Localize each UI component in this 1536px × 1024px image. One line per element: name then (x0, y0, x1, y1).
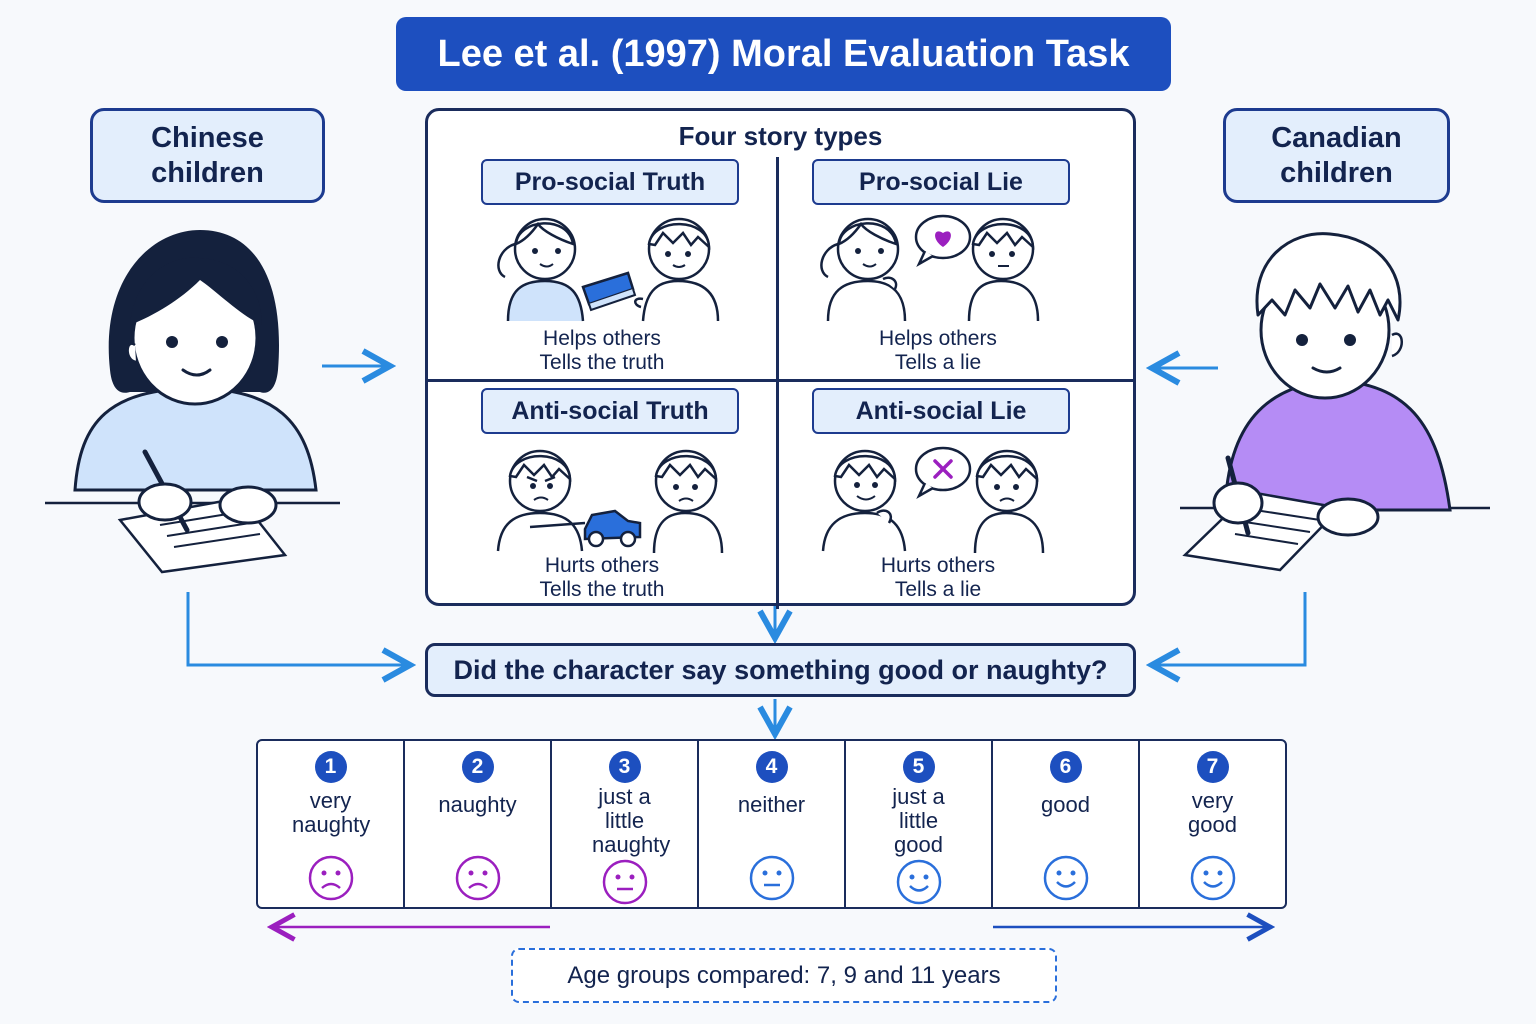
happy-face-icon (896, 859, 941, 905)
grid-divider-horizontal (428, 379, 1133, 382)
page-title: Lee et al. (1997) Moral Evaluation Task (396, 17, 1171, 91)
caption-prosocial-truth: Helps others Tells the truth (452, 327, 752, 375)
scale-number-badge: 6 (1049, 751, 1082, 783)
prosocial-lie-illustration (820, 214, 1040, 322)
scale-label: very naughty (292, 788, 371, 837)
story-types-heading: Four story types (678, 121, 883, 151)
story-types-panel: Four story types Pro-social Truth Helps … (425, 108, 1136, 609)
group-canadian-label: Canadian children (1271, 121, 1402, 189)
scale-number-badge: 2 (461, 751, 494, 783)
scale-label: very good (1188, 788, 1237, 837)
canadian-child-illustration (1180, 232, 1490, 572)
story-label-prosocial-lie: Pro-social Lie (812, 159, 1070, 205)
neutral-face-icon (602, 859, 647, 905)
book-icon (581, 271, 637, 312)
chinese-child-illustration (45, 230, 340, 574)
caption-antisocial-lie-line2: Tells a lie (894, 578, 982, 601)
story-label-prosocial-truth: Pro-social Truth (481, 159, 739, 205)
scale-option-2: 2 naughty (405, 741, 552, 907)
age-groups-note: Age groups compared: 7, 9 and 11 years (511, 948, 1057, 1003)
scale-option-6: 6 good (993, 741, 1140, 907)
antisocial-truth-illustration (496, 449, 724, 554)
arrow-left-to-question (186, 592, 410, 665)
scale-label: good (1041, 792, 1090, 817)
scale-label: naughty (438, 792, 517, 817)
caption-prosocial-truth-line2: Tells the truth (539, 351, 665, 374)
neutral-face-icon (749, 855, 794, 901)
happy-face-icon (1043, 855, 1088, 901)
group-canadian-children: Canadian children (1223, 108, 1450, 203)
caption-antisocial-lie-line1: Hurts others (880, 554, 996, 577)
story-label-antisocial-truth: Anti-social Truth (481, 388, 739, 434)
scale-option-3: 3 just a little naughty (552, 741, 699, 907)
scale-label: just a little naughty (592, 784, 671, 857)
scale-number-badge: 1 (314, 751, 347, 783)
group-chinese-label: Chinese children (151, 121, 264, 189)
caption-prosocial-lie: Helps others Tells a lie (788, 327, 1088, 375)
caption-prosocial-truth-line1: Helps others (543, 327, 661, 350)
caption-antisocial-truth-line2: Tells the truth (539, 578, 665, 601)
caption-antisocial-lie: Hurts others Tells a lie (788, 554, 1088, 602)
caption-prosocial-lie-line2: Tells a lie (894, 351, 982, 374)
scale-number-badge: 4 (755, 751, 788, 783)
sad-face-icon (308, 855, 353, 901)
scale-number-badge: 7 (1196, 751, 1229, 783)
x-icon (914, 446, 972, 500)
group-chinese-children: Chinese children (90, 108, 325, 203)
happy-face-icon (1190, 855, 1235, 901)
arrow-right-to-question (1152, 592, 1307, 665)
story-label-antisocial-lie: Anti-social Lie (812, 388, 1070, 434)
caption-prosocial-lie-line1: Helps others (879, 327, 997, 350)
caption-antisocial-truth: Hurts others Tells the truth (452, 554, 752, 602)
scale-option-5: 5 just a little good (846, 741, 993, 907)
scale-number-badge: 5 (902, 751, 935, 783)
antisocial-lie-illustration (821, 446, 1045, 554)
scale-option-7: 7 very good (1140, 741, 1285, 907)
scale-number-badge: 3 (608, 751, 641, 783)
caption-antisocial-truth-line1: Hurts others (544, 554, 660, 577)
toy-car-icon (583, 509, 642, 548)
evaluation-question: Did the character say something good or … (425, 643, 1136, 697)
scale-option-1: 1 very naughty (258, 741, 405, 907)
sad-face-icon (455, 855, 500, 901)
heart-icon (914, 214, 972, 268)
scale-label: just a little good (892, 784, 945, 857)
scale-label: neither (737, 792, 806, 817)
grid-divider-vertical (776, 157, 779, 609)
rating-scale: 1 very naughty 2 naughty 3 just a little… (256, 739, 1287, 909)
scale-option-4: 4 neither (699, 741, 846, 907)
prosocial-truth-illustration (497, 217, 720, 322)
